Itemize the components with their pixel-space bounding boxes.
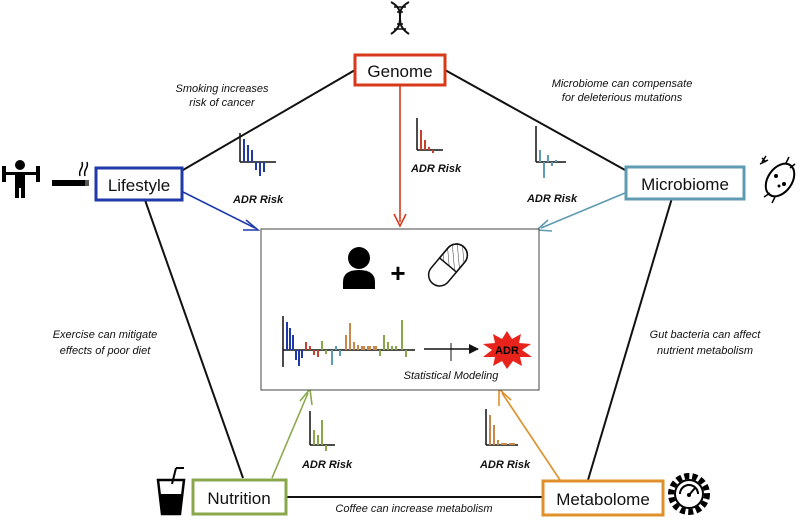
node-nutrition-label: Nutrition	[207, 489, 270, 508]
edge-genome-microbiome	[444, 69, 626, 171]
adr-burst: ADR	[483, 331, 532, 369]
annotation-gut-1: Gut bacteria can affect	[650, 329, 762, 341]
annotation-microbiome-1: Microbiome can compensate	[552, 78, 693, 90]
plus-sign: +	[390, 258, 405, 288]
mini-chart-nutrition: ADR Risk	[301, 411, 353, 471]
node-microbiome-label: Microbiome	[641, 175, 729, 194]
dna-icon	[390, 1, 410, 35]
mini-chart-metabolome: ADR Risk	[479, 409, 531, 471]
annotation-coffee: Coffee can increase metabolism	[335, 503, 492, 515]
edge-lifestyle-nutrition	[144, 199, 244, 479]
bacteria-icon	[759, 155, 796, 204]
node-metabolome-label: Metabolome	[556, 490, 650, 509]
statistical-modeling-label: Statistical Modeling	[404, 370, 500, 382]
node-lifestyle-label: Lifestyle	[108, 176, 170, 195]
cigarette-icon	[52, 161, 89, 186]
arrow-microbiome	[540, 192, 626, 229]
arrow-lifestyle	[182, 191, 256, 229]
arrow-nutrition	[271, 392, 309, 479]
weightlifter-icon	[2, 160, 40, 198]
node-microbiome: Microbiome	[624, 165, 746, 201]
annotation-smoking-1: Smoking increases	[176, 83, 269, 95]
node-genome: Genome	[353, 53, 447, 87]
risk-label-metabolome: ADR Risk	[479, 459, 531, 471]
center-box: +	[260, 228, 540, 391]
risk-label-genome: ADR Risk	[410, 163, 462, 175]
node-metabolome: Metabolome	[541, 479, 665, 517]
drink-icon	[156, 467, 186, 516]
annotation-gut-2: nutrient metabolism	[657, 345, 753, 357]
annotation-exercise-1: Exercise can mitigate	[53, 329, 158, 341]
risk-label-microbiome: ADR Risk	[526, 193, 578, 205]
annotation-microbiome-2: for deleterious mutations	[562, 92, 683, 104]
annotation-smoking-2: risk of cancer	[189, 97, 256, 109]
annotations: Smoking increases risk of cancer Microbi…	[53, 78, 762, 515]
person-icon	[343, 247, 375, 289]
node-nutrition: Nutrition	[191, 478, 288, 516]
pill-icon	[427, 243, 469, 287]
risk-label-lifestyle: ADR Risk	[232, 194, 284, 206]
annotation-exercise-2: effects of poor diet	[60, 345, 151, 357]
node-genome-label: Genome	[367, 62, 432, 81]
node-lifestyle: Lifestyle	[94, 166, 184, 202]
edge-genome-lifestyle	[182, 69, 356, 171]
gear-gauge-icon	[668, 473, 710, 515]
combined-chart	[282, 316, 415, 367]
arrow-metabolome	[501, 392, 561, 481]
mini-chart-genome: ADR Risk	[410, 118, 462, 175]
pentagon-edges	[144, 69, 673, 498]
adr-label: ADR	[495, 345, 519, 357]
edge-microbiome-metabolome	[587, 197, 673, 481]
mini-chart-lifestyle: ADR Risk	[232, 133, 284, 206]
mini-chart-microbiome: ADR Risk	[526, 126, 578, 205]
risk-label-nutrition: ADR Risk	[301, 459, 353, 471]
